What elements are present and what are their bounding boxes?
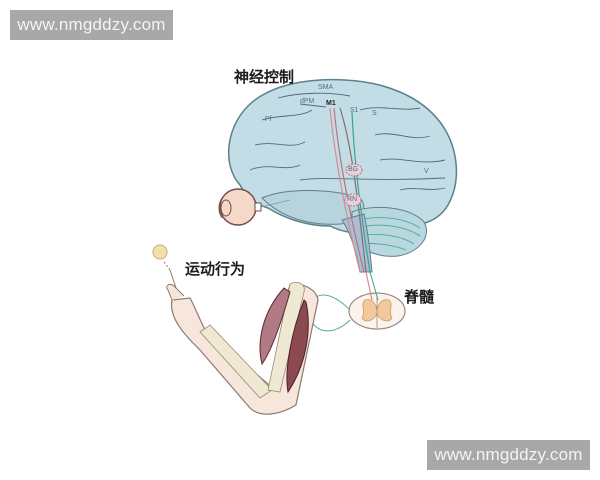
region-s1-label: S1	[350, 107, 359, 114]
region-v-label: V	[424, 168, 429, 175]
region-sma-label: SMA	[318, 84, 334, 91]
neural-control-label: 神经控制	[234, 68, 295, 86]
region-dpm-label: dPM	[300, 98, 315, 105]
red-nucleus-marker	[344, 193, 362, 207]
eye-illustration	[218, 188, 291, 226]
spinal-cord-label: 脊髓	[404, 288, 435, 306]
region-s2-label: S	[372, 110, 377, 117]
region-bg-label: BG	[348, 166, 359, 173]
target-dot	[152, 244, 168, 260]
motor-behavior-label: 运动行为	[185, 260, 246, 278]
watermark-bottom: www.nmgddzy.com	[427, 440, 590, 470]
brain-illustration	[227, 78, 458, 273]
region-rn-label: RN	[347, 196, 358, 203]
region-m1-label: M1	[326, 100, 336, 107]
watermark-top: www.nmgddzy.com	[10, 10, 173, 40]
basal-ganglia-marker	[345, 163, 363, 177]
region-pf-label: Pf	[265, 116, 272, 123]
spinal-cord-section	[348, 271, 406, 330]
arm-illustration	[163, 261, 319, 415]
